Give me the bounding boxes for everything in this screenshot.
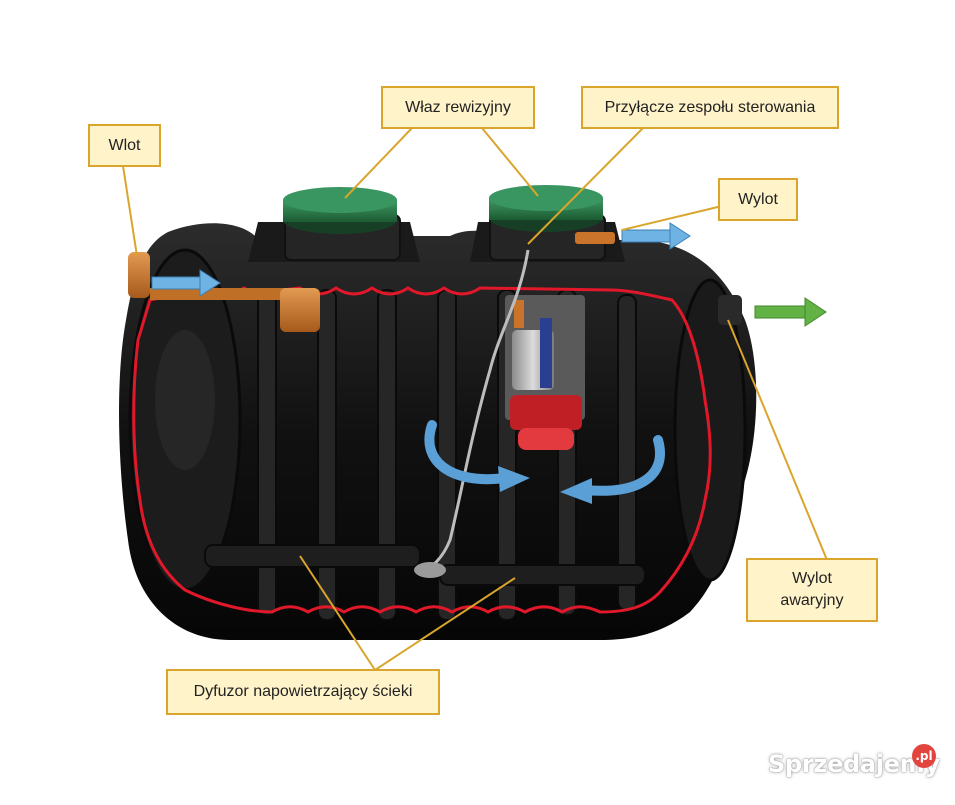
emergency-outlet-flow-arrow (754, 297, 827, 327)
watermark-text: Sprzedajemy (768, 750, 940, 778)
outlet-flow-arrow (621, 222, 691, 250)
emergency-outlet-label-line1: Wylot (792, 570, 832, 587)
inspection-lid-left (283, 187, 397, 234)
outlet-callout: Wylot (718, 178, 798, 221)
circulation-arrowheads (498, 466, 592, 504)
control-unit-pump (505, 295, 585, 450)
inspection-lid-right (489, 185, 603, 232)
leader-lines (122, 127, 828, 671)
inlet-flow-arrow (151, 269, 221, 297)
control-unit-connection-callout: Przyłącze zespołu sterowania (581, 86, 839, 129)
circulation-arrows (424, 420, 665, 496)
cutaway-outline (132, 286, 712, 614)
emergency-outlet-callout: Wylot awaryjny (746, 558, 878, 622)
emergency-outlet-label-line2: awaryjny (780, 592, 844, 609)
inlet-pipe (128, 252, 320, 332)
inlet-callout: Wlot (88, 124, 161, 167)
inspection-hatch-callout: Właz rewizyjny (381, 86, 535, 129)
diffuser-callout: Dyfuzor napowietrzający ścieki (166, 669, 440, 715)
watermark-badge: .pl (912, 744, 936, 768)
tank-body (119, 223, 757, 640)
aeration-diffuser (204, 544, 646, 586)
outlet-fittings (575, 232, 742, 325)
control-cable (418, 249, 530, 577)
